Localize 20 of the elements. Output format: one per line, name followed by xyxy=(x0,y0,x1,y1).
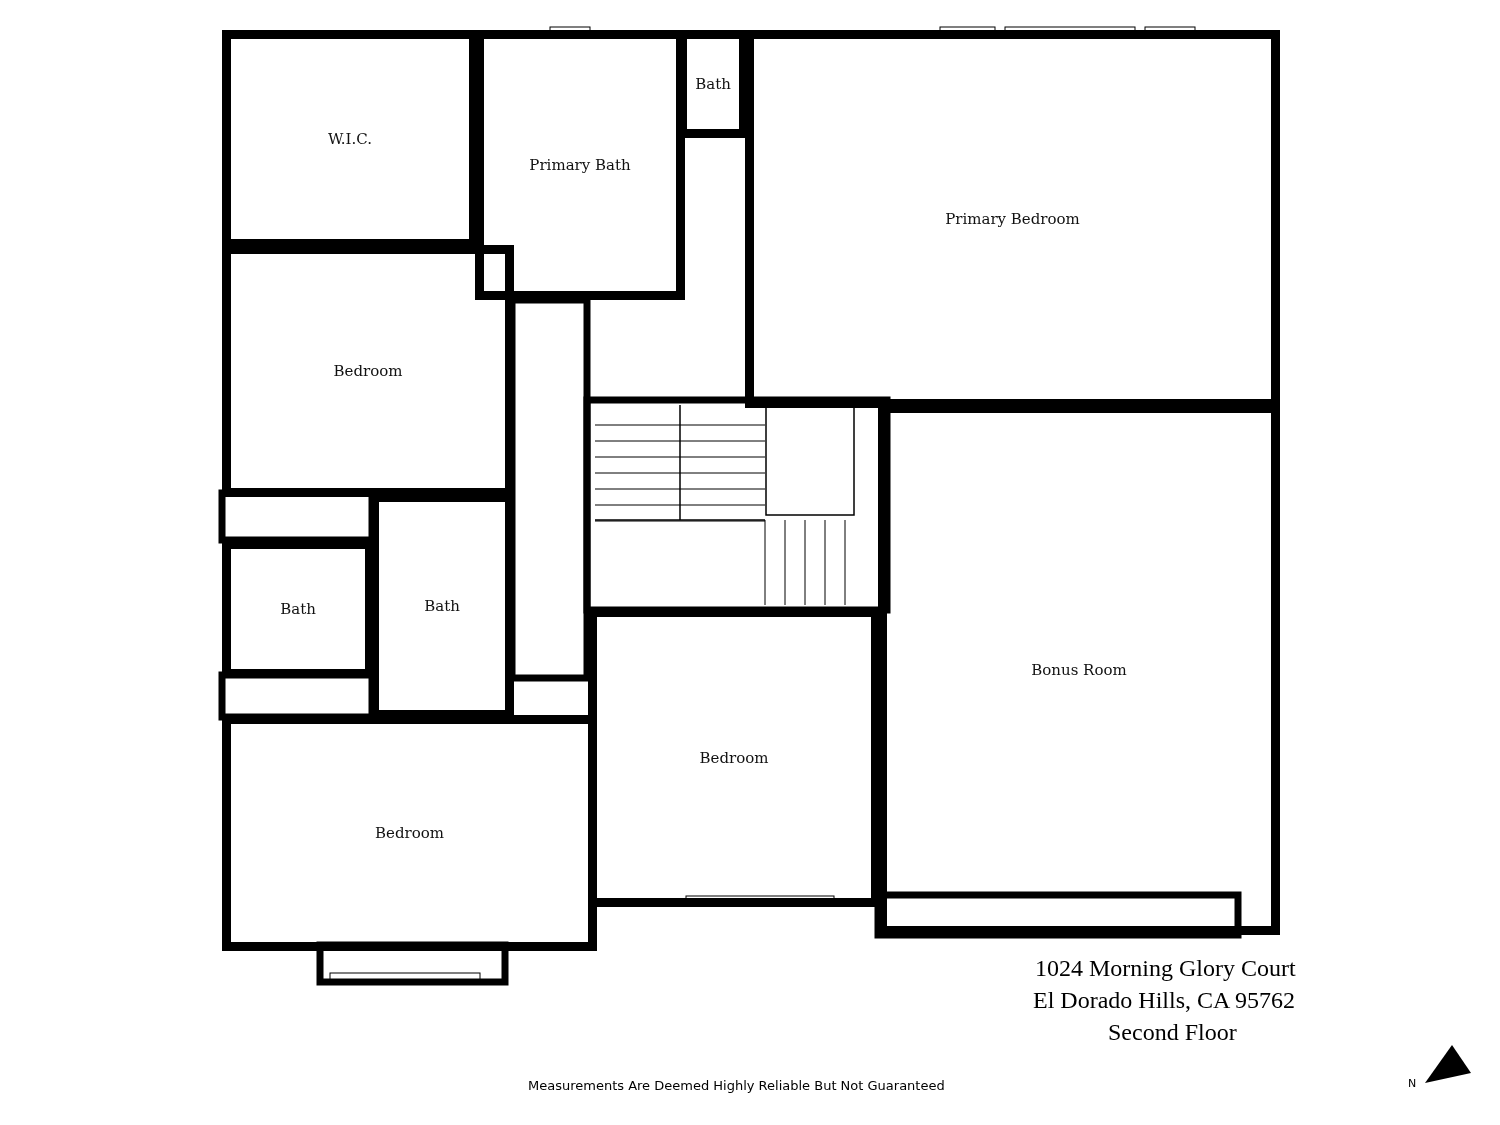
room-label: Primary Bath xyxy=(529,156,631,174)
address-text: El Dorado Hills, CA 95762 xyxy=(1033,987,1295,1014)
north-label: N xyxy=(1408,1077,1417,1090)
address-text: 1024 Morning Glory Court xyxy=(1035,955,1296,982)
room-label: Primary Bedroom xyxy=(945,210,1080,228)
floor-name: Second Floor xyxy=(1108,1019,1237,1046)
room-label: W.I.C. xyxy=(328,130,372,148)
room xyxy=(475,30,685,300)
room xyxy=(222,715,597,951)
room xyxy=(745,30,1280,408)
room xyxy=(222,245,514,497)
room-label: Bath xyxy=(695,75,731,93)
room xyxy=(222,30,478,248)
room-label: Bedroom xyxy=(333,362,403,380)
room-label: Bonus Room xyxy=(1031,660,1127,679)
disclaimer-note: Measurements Are Deemed Highly Reliable But Not Guaranteed xyxy=(528,1078,945,1093)
room-label: Bath xyxy=(280,600,316,618)
room-label: Bedroom xyxy=(375,824,444,842)
room-label: Bedroom xyxy=(699,748,769,767)
room-label: Bath xyxy=(424,597,460,615)
